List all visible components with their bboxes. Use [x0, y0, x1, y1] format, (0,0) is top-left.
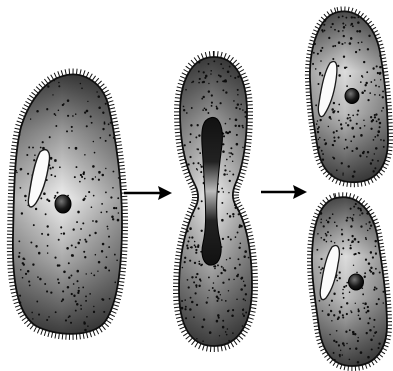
daughter-cell-top	[305, 7, 393, 188]
daughter-cell-bottom	[307, 192, 392, 371]
daughter-top-nucleus	[345, 89, 359, 104]
daughter-bottom-nucleus	[349, 274, 364, 290]
arrow-2	[261, 185, 307, 199]
parent-nucleus	[55, 195, 71, 213]
dividing-cell	[173, 51, 258, 352]
arrow-1	[124, 186, 172, 200]
parent-cell	[7, 69, 128, 340]
